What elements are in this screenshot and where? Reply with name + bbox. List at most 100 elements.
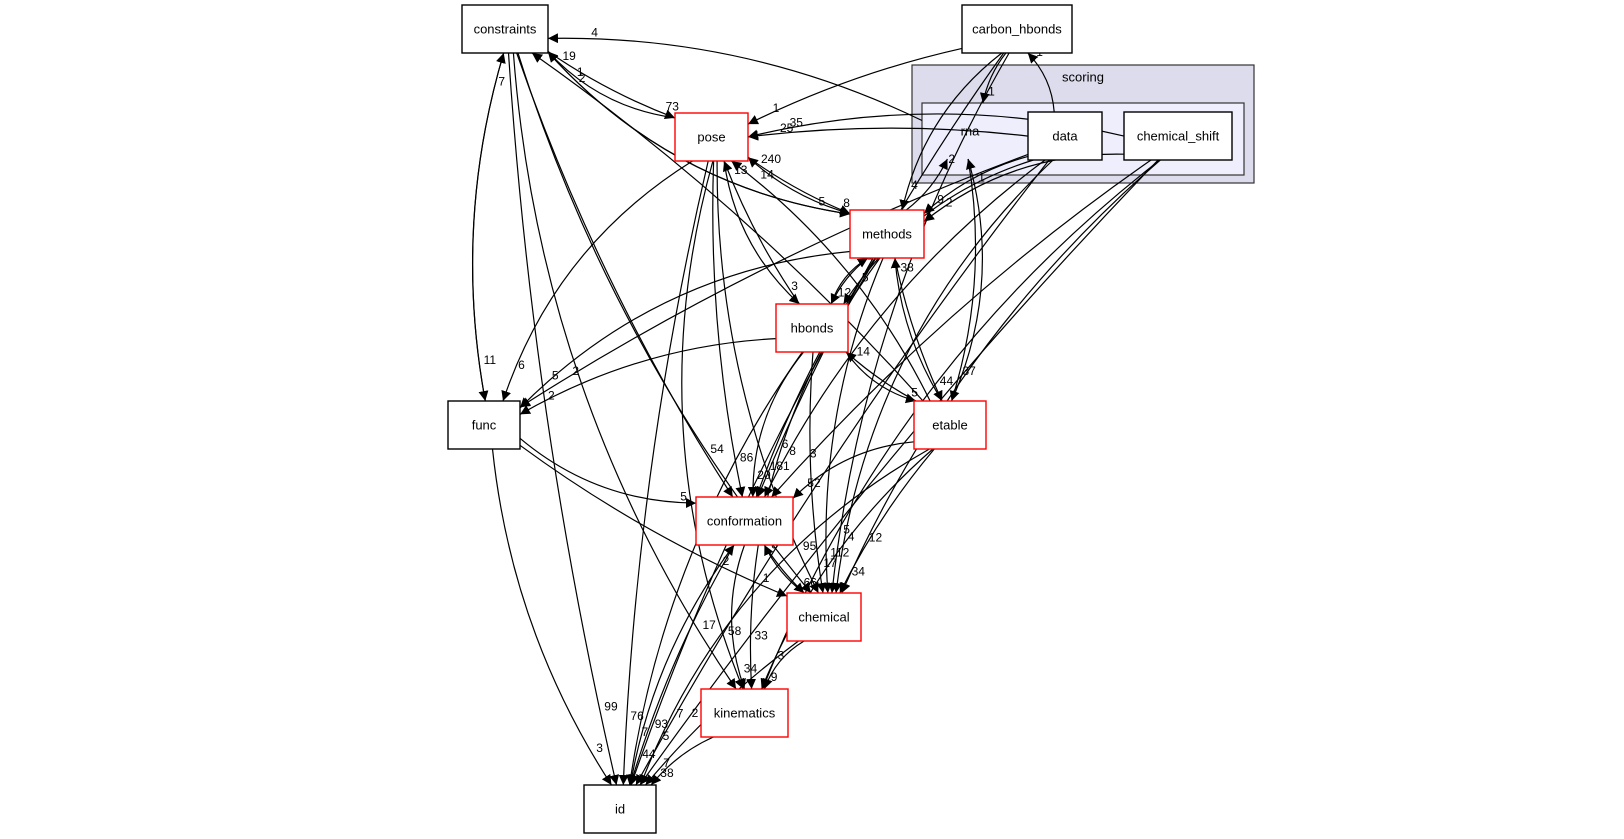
node-kinematics[interactable]: kinematics (700, 688, 789, 738)
node-pose-box[interactable] (674, 112, 749, 162)
edge-etable-to-chemical[interactable] (839, 448, 935, 594)
edge-label-methods-to-etable[interactable]: 44 (940, 374, 954, 388)
edge-etable-to-rna[interactable] (951, 158, 983, 402)
edge-label-etable-to-constraints[interactable]: 2 (579, 71, 586, 85)
edge-hbonds-to-chemical[interactable] (809, 351, 827, 594)
edge-hbonds-to-func[interactable] (519, 338, 777, 415)
edge-label-constraints-to-kinematics[interactable]: 17 (703, 618, 717, 632)
edge-label-constraints-to-func[interactable]: 11 (484, 353, 497, 367)
edge-func-to-constraints[interactable] (472, 52, 506, 402)
edge-label-carbon_hbonds-to-methods[interactable]: 4 (911, 178, 918, 192)
edge-methods-to-etable[interactable] (894, 257, 943, 402)
edge-methods-to-pose[interactable] (747, 156, 851, 215)
node-func-label[interactable]: func (472, 417, 497, 432)
node-constraints-box[interactable] (461, 4, 549, 54)
node-methods-label[interactable]: methods (862, 226, 912, 241)
edge-label-constraints-to-pose[interactable]: 73 (666, 100, 680, 114)
edge-label-conformation-to-kinematics[interactable]: 34 (744, 662, 758, 676)
edge-constraints-to-id[interactable] (507, 52, 620, 786)
edge-func-to-id[interactable] (491, 448, 613, 786)
edge-label-hbonds-to-conformation[interactable]: 20 (757, 468, 771, 482)
edge-label-hbonds-to-func[interactable]: 2 (548, 388, 555, 402)
edge-label-etable-to-hbonds[interactable]: 14 (857, 345, 871, 359)
edge-label-rna-to-constraints[interactable]: 4 (591, 26, 598, 40)
edge-label-func-to-conformation[interactable]: 5 (680, 489, 687, 503)
node-func[interactable]: func (447, 400, 521, 450)
edge-label-func-to-id[interactable]: 3 (596, 741, 603, 755)
edge-pose-to-func[interactable] (501, 160, 693, 402)
edge-kinematics-to-id[interactable] (650, 736, 714, 786)
edge-etable-to-constraints[interactable] (531, 52, 924, 402)
edge-conformation-to-id[interactable] (628, 544, 735, 786)
edge-etable-to-methods[interactable] (890, 257, 943, 402)
node-carbon-hbonds-label[interactable]: carbon_hbonds (972, 21, 1062, 36)
edge-label-chemical_shift-to-id[interactable]: 2 (692, 706, 699, 720)
edge-label-id-to-conformation[interactable]: 2 (723, 554, 730, 568)
node-hbonds-label[interactable]: hbonds (791, 320, 834, 335)
edge-data-to-func[interactable] (519, 153, 1029, 408)
edge-label-pose-to-methods[interactable]: 8 (843, 196, 850, 210)
node-chemical[interactable]: chemical (786, 592, 862, 642)
edge-label-pose-to-constraints[interactable]: 19 (563, 49, 577, 63)
edge-label-chemical_shift-to-pose[interactable]: 35 (790, 116, 804, 130)
edge-chemical-to-kinematics[interactable] (763, 640, 805, 690)
edge-label-kinematics-to-id[interactable]: 38 (660, 766, 674, 780)
edge-label-pose-to-func[interactable]: 6 (518, 358, 525, 372)
edge-pose-to-kinematics[interactable] (681, 160, 744, 690)
edge-label-data-to-conformation[interactable]: 8 (789, 444, 796, 458)
edge-label-etable-to-rna[interactable]: 1 (978, 171, 985, 185)
node-kinematics-label[interactable]: kinematics (714, 705, 776, 720)
edge-label-methods-to-conformation[interactable]: 181 (770, 459, 790, 473)
edge-pose-to-hbonds[interactable] (723, 160, 800, 305)
edge-chemical_shift-to-conformation[interactable] (771, 159, 1152, 498)
edge-pose-to-constraints[interactable] (547, 51, 676, 119)
edge-label-methods-to-func[interactable]: 5 (552, 369, 559, 383)
edge-constraints-to-kinematics[interactable] (512, 52, 737, 690)
node-hbonds-box[interactable] (775, 303, 849, 353)
edge-label-chemical-to-id[interactable]: 7 (663, 756, 670, 770)
edge-label-etable-to-conformation[interactable]: 52 (807, 476, 821, 490)
edge-label-methods-to-pose[interactable]: 240 (761, 152, 781, 166)
edge-func-to-conformation[interactable] (519, 437, 697, 509)
edge-hbonds-to-methods[interactable] (830, 257, 869, 305)
node-methods[interactable]: methods (849, 209, 925, 259)
edge-label-carbon_hbonds-to-rna[interactable]: 1 (988, 85, 995, 99)
edge-carbon_hbonds-to-pose[interactable] (747, 47, 963, 125)
edge-pose-to-id[interactable] (618, 160, 709, 786)
node-etable[interactable]: etable (913, 400, 987, 450)
edge-carbon_hbonds-to-methods[interactable] (899, 52, 1003, 211)
node-chemical-label[interactable]: chemical (798, 609, 849, 624)
edge-pose-to-conformation[interactable] (712, 160, 746, 498)
edge-etable-to-hbonds[interactable] (845, 351, 917, 402)
node-conformation-label[interactable]: conformation (707, 513, 782, 528)
edge-label-conformation-to-id[interactable]: 44 (642, 747, 656, 761)
edge-conformation-to-chemical[interactable] (763, 544, 805, 594)
node-data[interactable]: data (1027, 111, 1103, 161)
edge-methods-to-chemical[interactable] (822, 257, 884, 594)
edge-data-to-id[interactable] (635, 159, 1050, 786)
edge-label-chemical_shift-to-methods[interactable]: 2 (946, 195, 953, 209)
edge-label-etable-to-id[interactable]: 5 (663, 729, 670, 743)
node-hbonds[interactable]: hbonds (775, 303, 849, 353)
edge-etable-to-pose[interactable] (731, 160, 931, 402)
edge-data-to-conformation[interactable] (763, 159, 1046, 498)
edge-label-data-to-chemical[interactable]: 4 (848, 530, 855, 544)
node-chemical-shift[interactable]: chemical_shift (1123, 111, 1233, 161)
edge-label-chemical_shift-to-conformation[interactable]: 3 (810, 446, 817, 460)
edge-etable-to-conformation[interactable] (792, 441, 915, 499)
edge-carbon_hbonds-to-chemical[interactable] (828, 52, 1010, 594)
edge-label-pose-to-id[interactable]: 76 (630, 709, 644, 723)
edge-hbonds-to-id[interactable] (626, 351, 803, 786)
edge-label-methods-to-kinematics[interactable]: 33 (755, 629, 769, 643)
edge-methods-to-conformation[interactable] (755, 257, 876, 498)
edge-label-rna-to-etable[interactable]: 37 (963, 364, 977, 378)
edge-label-methods-to-rna[interactable]: 2 (948, 152, 955, 166)
node-id-box[interactable] (583, 784, 657, 834)
edge-label-pose-to-conformation[interactable]: 86 (740, 451, 754, 465)
edge-label-carbon_hbonds-to-conformation[interactable]: 6 (782, 437, 789, 451)
edge-etable-to-id[interactable] (639, 448, 930, 786)
node-rna[interactable]: rna (961, 123, 981, 138)
node-rna-label[interactable]: rna (961, 123, 981, 138)
edge-data-to-carbon_hbonds[interactable] (1027, 52, 1055, 113)
edge-rna-to-constraints[interactable] (547, 33, 923, 122)
